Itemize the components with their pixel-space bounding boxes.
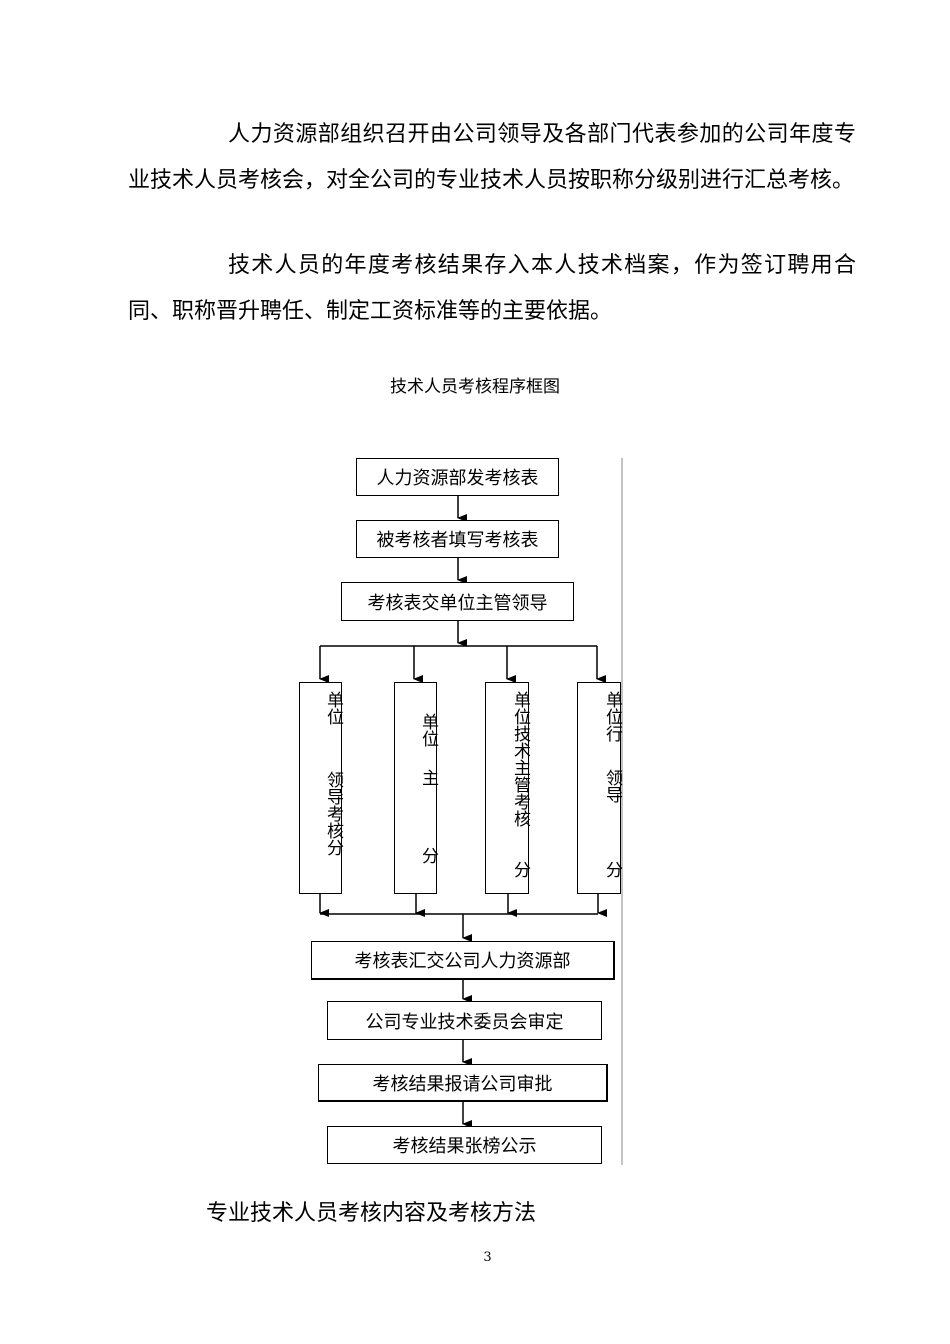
branch-2-top: 单位 [418, 713, 438, 747]
step-public-announcement: 考核结果张榜公示 [327, 1126, 602, 1164]
branch-tech-supervisor: 单位技术主管考核 分 [485, 682, 530, 894]
branch-admin-leader: 单位行 领导 分 [577, 682, 622, 894]
branch-unit-director: 单位 主 分 [394, 682, 438, 894]
branch-2-mid: 主 [418, 769, 438, 786]
paragraph-1: 人力资源部组织召开由公司领导及各部门代表参加的公司年度专业技术人员考核会，对全公… [128, 122, 856, 193]
page-number: 3 [483, 1250, 492, 1265]
step-committee-review: 公司专业技术委员会审定 [327, 1001, 602, 1040]
step-fill-form: 被考核者填写考核表 [356, 520, 559, 558]
step-submit-to-hr: 考核表汇交公司人力资源部 [311, 941, 615, 980]
branch-2-bottom: 分 [418, 847, 438, 864]
step-submit-to-supervisor: 考核表交单位主管领导 [341, 582, 574, 621]
paragraph-2: 技术人员的年度考核结果存入本人技术档案，作为签订聘用合同、职称晋升聘任、制定工资… [128, 253, 856, 324]
branch-unit-leader: 单位 领导考核分 [299, 682, 343, 894]
step-hr-issue-form: 人力资源部发考核表 [356, 458, 559, 496]
branch-1-bottom: 领导考核分 [323, 771, 343, 856]
branch-1-top: 单位 [323, 691, 343, 725]
branch-3-top: 单位技术主管考核 [510, 691, 530, 827]
branch-4-bottom: 分 [602, 861, 622, 878]
figure-title: 技术人员考核程序框图 [390, 377, 560, 397]
branch-3-bottom: 分 [510, 861, 530, 878]
section-subheading: 专业技术人员考核内容及考核方法 [206, 1201, 537, 1226]
branch-4-top: 单位行 [602, 691, 622, 742]
step-company-approval: 考核结果报请公司审批 [318, 1064, 608, 1102]
branch-4-mid: 领导 [602, 769, 622, 803]
